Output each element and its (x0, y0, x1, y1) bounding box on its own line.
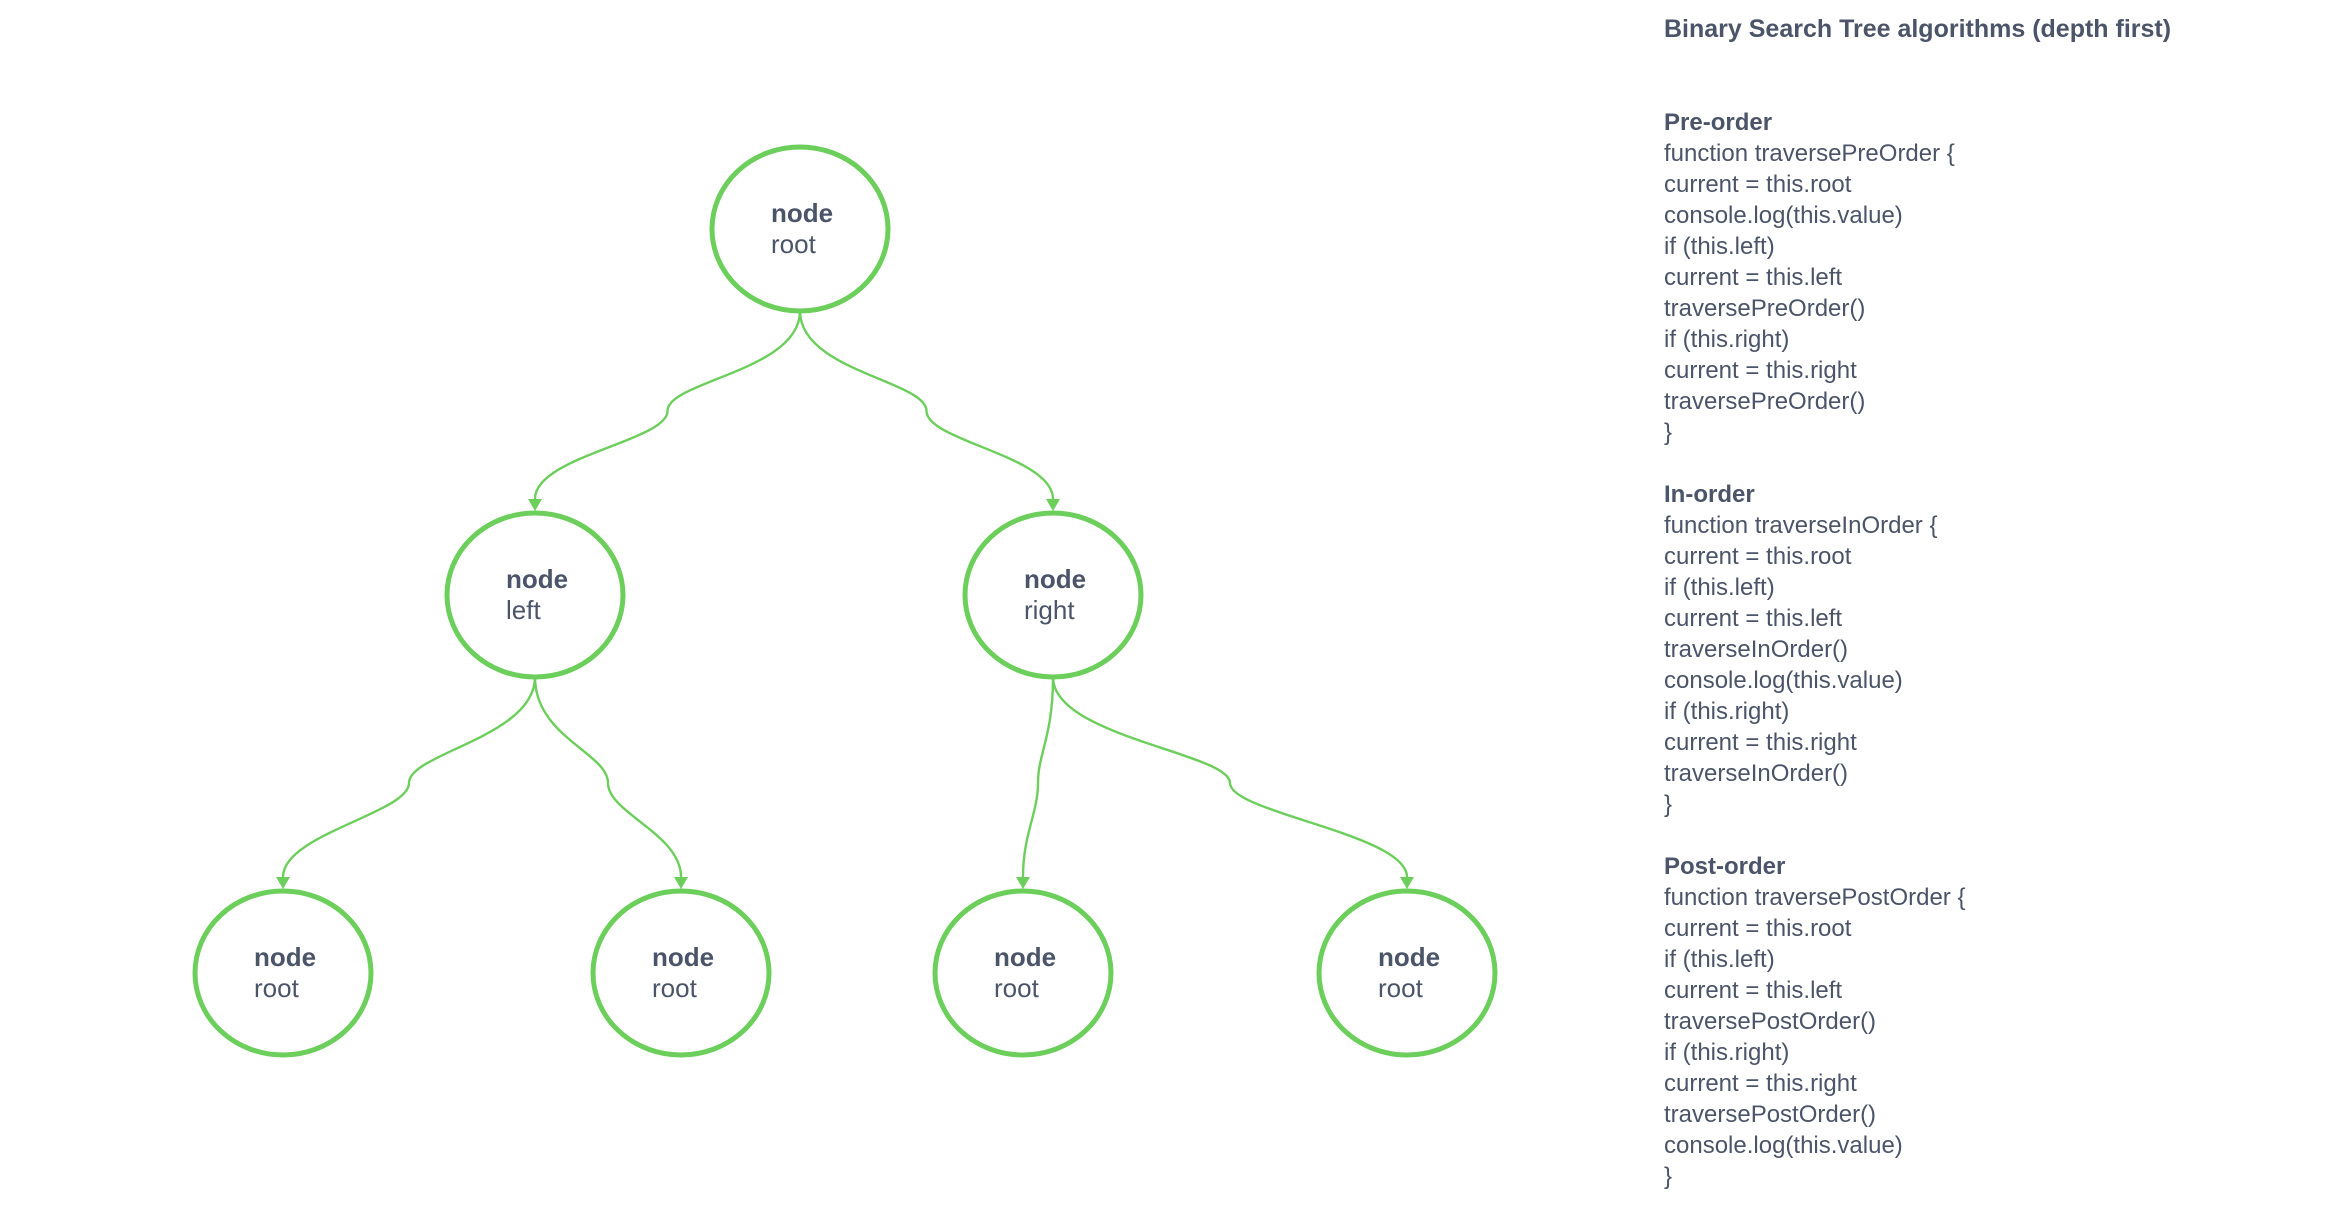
edge-root-to-left (533, 310, 802, 500)
section-heading: In-order (1664, 481, 1755, 508)
section-heading: Post-order (1664, 853, 1786, 880)
node-title: node (771, 198, 833, 228)
section-heading: Pre-order (1664, 109, 1773, 136)
code-line: console.log(this.value) (1664, 667, 1903, 694)
section-pre-order: Pre-order function traversePreOrder { cu… (1664, 107, 2304, 448)
code-line: traversePostOrder() (1664, 1101, 1877, 1128)
section-in-order: In-order function traverseInOrder { curr… (1664, 479, 2304, 820)
code-line: if (this.right) (1664, 698, 1790, 725)
edge-root-to-right (798, 310, 1055, 500)
edge-left-to-left-right (533, 676, 683, 878)
node-label: root (771, 229, 817, 259)
node-circle (444, 510, 626, 680)
code-line: current = this.right (1664, 729, 1857, 756)
node-label: root (1378, 973, 1424, 1003)
node-circle (1316, 888, 1498, 1058)
code-line: } (1664, 1163, 1673, 1190)
arrow-head-icon (1046, 499, 1060, 511)
node-title: node (254, 942, 316, 972)
code-line: traverseInOrder() (1664, 636, 1849, 663)
node-title: node (506, 564, 568, 594)
edge-right-to-right-left (1021, 676, 1055, 878)
algorithms-panel: Binary Search Tree algorithms (depth fir… (1664, 14, 2304, 1223)
arrow-head-icon (1016, 877, 1030, 889)
node-label: left (506, 595, 541, 625)
code-line: if (this.right) (1664, 1039, 1790, 1066)
edges-layer (276, 310, 1414, 889)
edge-left-to-left-left (281, 676, 537, 878)
node-circle (192, 888, 374, 1058)
node-label: right (1024, 595, 1075, 625)
code-line: current = this.right (1664, 357, 1857, 384)
code-line: if (this.right) (1664, 326, 1790, 353)
node-title: node (994, 942, 1056, 972)
arrow-head-icon (1400, 877, 1414, 889)
section-post-order: Post-order function traversePostOrder { … (1664, 851, 2304, 1192)
node-label: root (652, 973, 698, 1003)
arrow-head-icon (674, 877, 688, 889)
code-line: } (1664, 419, 1673, 446)
node-label: root (994, 973, 1040, 1003)
code-line: traversePreOrder() (1664, 295, 1866, 322)
code-line: current = this.left (1664, 605, 1843, 632)
node-title: node (1378, 942, 1440, 972)
code-line: current = this.root (1664, 915, 1852, 942)
code-line: if (this.left) (1664, 946, 1775, 973)
code-line: current = this.root (1664, 171, 1852, 198)
code-line: if (this.left) (1664, 574, 1775, 601)
code-line: current = this.left (1664, 264, 1843, 291)
code-line: current = this.left (1664, 977, 1843, 1004)
code-line: console.log(this.value) (1664, 202, 1903, 229)
code-line: function traversePostOrder { (1664, 884, 1966, 911)
code-line: traversePostOrder() (1664, 1008, 1877, 1035)
nodes-layer: noderootnodeleftnoderightnoderootnoderoo… (192, 144, 1498, 1058)
edge-right-to-right-right (1051, 676, 1409, 878)
code-line: current = this.right (1664, 1070, 1857, 1097)
node-label: root (254, 973, 300, 1003)
code-line: traverseInOrder() (1664, 760, 1849, 787)
code-line: if (this.left) (1664, 233, 1775, 260)
node-title: node (1024, 564, 1086, 594)
panel-title: Binary Search Tree algorithms (depth fir… (1664, 15, 2172, 43)
code-line: function traversePreOrder { (1664, 140, 1955, 167)
node-circle (709, 144, 891, 314)
code-line: console.log(this.value) (1664, 1132, 1903, 1159)
code-line: function traverseInOrder { (1664, 512, 1938, 539)
node-circle (932, 888, 1114, 1058)
node-title: node (652, 942, 714, 972)
node-circle (590, 888, 772, 1058)
arrow-head-icon (276, 877, 290, 889)
code-line: traversePreOrder() (1664, 388, 1866, 415)
node-circle (962, 510, 1144, 680)
code-line: } (1664, 791, 1673, 818)
code-line: current = this.root (1664, 543, 1852, 570)
arrow-head-icon (528, 499, 542, 511)
